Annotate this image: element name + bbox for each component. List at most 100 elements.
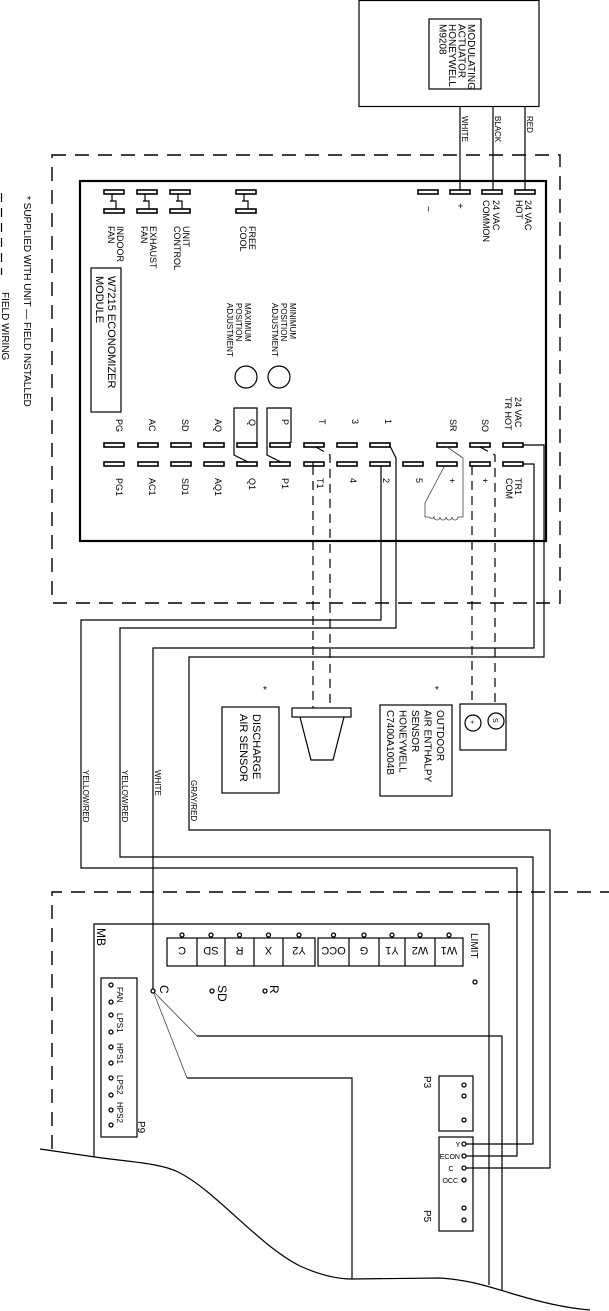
- field-wire-label: YELLOW/RED: [120, 770, 129, 823]
- module-title-box: [90, 267, 122, 413]
- p5-pin-2: [461, 1165, 467, 1171]
- strip-group-2: [317, 937, 464, 967]
- left-terminal-label: Q: [247, 419, 257, 426]
- switch-label: INDOOR: [115, 226, 125, 263]
- right-terminal-9: [203, 461, 225, 467]
- p5-pin-3: [461, 1177, 467, 1183]
- p9-connector: [100, 977, 138, 1138]
- p5-pin-label: ECON: [440, 1154, 460, 1161]
- strip-label: Y2: [292, 944, 305, 956]
- right-terminal-label: 4: [348, 478, 358, 483]
- right-terminal-5: [336, 461, 358, 467]
- strip-label: OCC: [321, 944, 346, 956]
- main-board-dashed-enclosure: [51, 891, 609, 1149]
- right-terminal-label: AC1: [147, 478, 157, 496]
- switch-terminal-b-2: [169, 208, 191, 214]
- p9-pin-3: [108, 1029, 114, 1035]
- left-terminal-label: AC: [147, 419, 157, 432]
- strip-label: SD: [203, 944, 218, 956]
- right-terminal-label: P1: [280, 478, 290, 489]
- actuator-box: [358, 0, 540, 108]
- switch-contact-icon: [143, 194, 150, 209]
- wire-c-branches: [152, 990, 198, 1079]
- strip-pin-2: [236, 932, 243, 938]
- max-adjust-label: POSITION: [234, 303, 243, 341]
- min-adjust-label: MINIMUM: [288, 303, 297, 339]
- switch-terminal-b-1: [136, 208, 158, 214]
- left-terminal-11: [103, 442, 125, 448]
- left-terminal-8: [203, 442, 225, 448]
- p5-pin-1: [461, 1153, 467, 1159]
- field-wire-label: GRAY/RED: [189, 780, 198, 821]
- wire-yellow-red-inner: [119, 445, 534, 1145]
- strip-label: G: [360, 944, 369, 956]
- wire-label-red: RED: [525, 116, 534, 133]
- board-point-label: SD: [215, 985, 229, 1002]
- right-terminal-4: [369, 461, 391, 467]
- actuator-label: MODULATING: [465, 24, 476, 90]
- wire-gray-red: [188, 444, 551, 1169]
- wire-label-white: WHITE: [460, 116, 469, 142]
- p9-pin-2: [108, 1012, 114, 1018]
- discharge-sensor-label: DISCHARGE: [250, 714, 262, 779]
- p5-pin-label: C: [448, 1166, 453, 1173]
- p9-pin-7: [108, 1092, 114, 1098]
- p5-pin-5: [461, 1217, 467, 1223]
- labels: * SUPPLIED WITH UNIT — FIELD INSTALLED FI…: [0, 24, 534, 1223]
- limit-label: LIMIT: [468, 933, 479, 959]
- strip-label: X: [264, 944, 272, 956]
- switch-contact-icon: [242, 194, 249, 209]
- actuator-label-box: [428, 18, 482, 90]
- tr1-label: COM: [504, 478, 514, 499]
- strip-group-1: [166, 937, 316, 967]
- outdoor-plus-label: +: [468, 720, 475, 724]
- strip-label: C: [178, 944, 186, 956]
- left-terminal-9: [170, 442, 192, 448]
- right-terminal-label: PG1: [114, 478, 124, 496]
- terminal-bars: [103, 189, 536, 467]
- wire-label-black: BLACK: [493, 116, 502, 143]
- min-adjust-label: POSITION: [279, 303, 288, 341]
- main-board-label: MB: [94, 928, 108, 946]
- asterisk: *: [435, 685, 439, 696]
- switch-terminal-a-3: [235, 189, 257, 195]
- left-terminal-label: SO: [480, 419, 490, 432]
- field-wire-label: YELLOW/RED: [81, 770, 90, 823]
- power-plus-label: +: [454, 203, 465, 209]
- right-terminal-label: Q1: [247, 478, 257, 490]
- power-common-label: 24 VAC: [491, 200, 501, 231]
- right-terminal-1: [469, 461, 491, 467]
- module-title: MODULE: [93, 276, 105, 323]
- left-terminal-3: [369, 442, 391, 448]
- p5-pin-4: [461, 1205, 467, 1211]
- maximum-position-knob: [234, 365, 258, 389]
- power-terminal-2: [481, 189, 503, 195]
- left-terminal-label: SD: [180, 419, 190, 432]
- legend-note: * SUPPLIED WITH UNIT — FIELD INSTALLED: [21, 196, 32, 407]
- p9-pin-label: LPS2: [115, 1075, 124, 1095]
- wire-outdoor-sensor: [471, 446, 496, 704]
- r-pin: [262, 988, 268, 994]
- right-terminal-label: T1: [315, 478, 325, 489]
- strip-pin-7: [389, 932, 395, 938]
- power-minus-label: −: [422, 206, 433, 212]
- strip-label: W1: [441, 944, 458, 956]
- p5-pin-label: Y: [456, 1142, 461, 1149]
- tr-label: 24 VAC: [513, 397, 523, 428]
- outdoor-sensor-label-box: [379, 704, 453, 797]
- power-terminal-1: [449, 189, 471, 195]
- limit-pin: [472, 979, 478, 985]
- tr1-label: TR1: [513, 478, 523, 495]
- left-terminal-0: [502, 442, 524, 448]
- legend-field-wiring: FIELD WIRING: [0, 292, 10, 361]
- break-line: [39, 1148, 591, 1311]
- max-adjust-label: MAXIMUM: [243, 303, 252, 342]
- economizer-enclosure-dashed: [51, 154, 561, 604]
- p9-pin-label: HPS2: [115, 1102, 124, 1123]
- strip-pin-3: [265, 932, 272, 938]
- outdoor-s-label: S: [491, 718, 498, 723]
- power-terminal-0: [417, 189, 439, 195]
- switch-label: FAN: [106, 226, 116, 244]
- left-terminal-label: T: [317, 419, 327, 425]
- right-terminal-10: [170, 461, 192, 467]
